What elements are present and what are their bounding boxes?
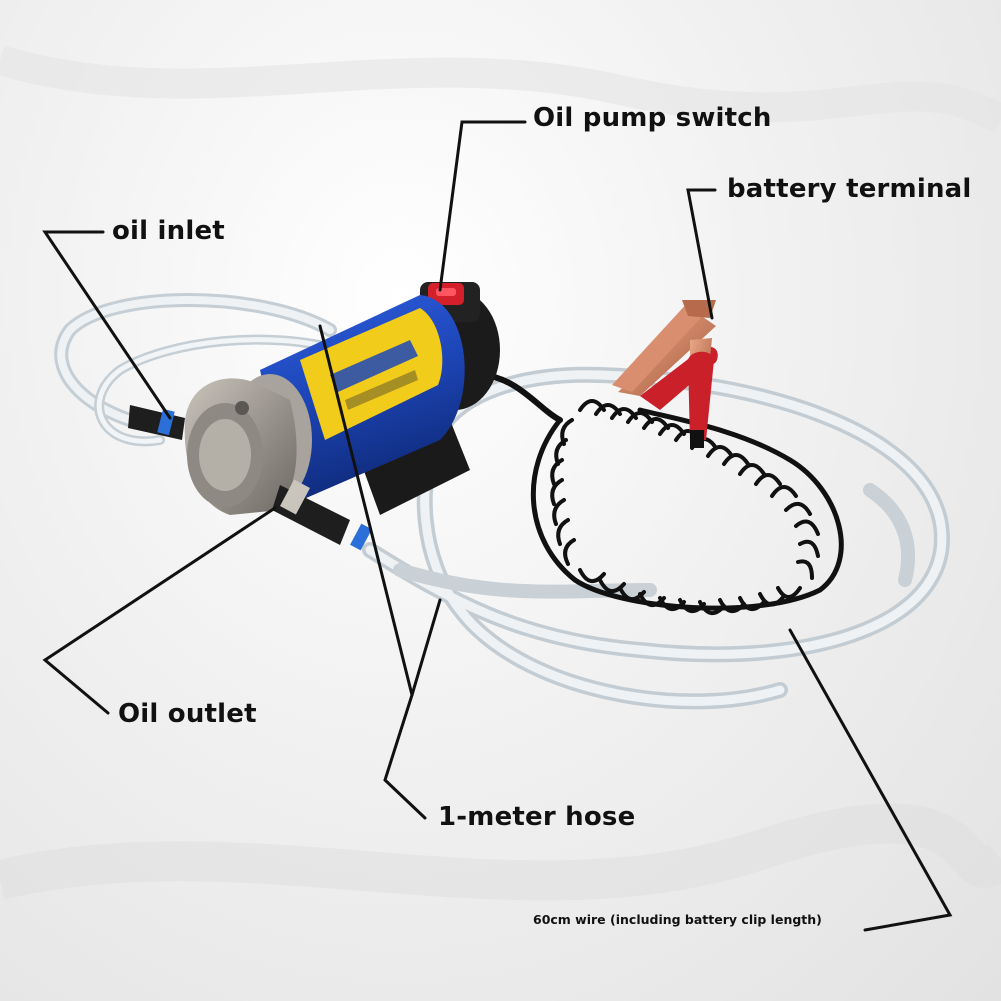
label-battery-terminal: battery terminal [727,174,972,204]
label-wire: 60cm wire (including battery clip length… [533,912,822,927]
label-hose: 1-meter hose [438,802,636,832]
cable-illustration [482,372,844,615]
label-oil-inlet: oil inlet [112,216,225,246]
leader-lines [42,120,953,932]
battery-clamp-illustration [612,300,718,448]
hose-illustration [54,293,950,710]
pump-illustration [128,282,500,551]
label-oil-outlet: Oil outlet [118,699,257,729]
label-oil-pump-switch: Oil pump switch [533,103,772,133]
